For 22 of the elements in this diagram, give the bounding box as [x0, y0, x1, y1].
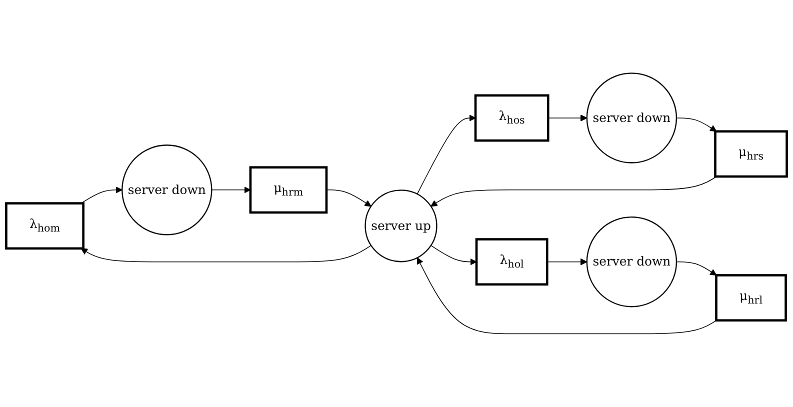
node-box — [474, 94, 550, 142]
node-box — [249, 166, 328, 214]
arrow — [548, 114, 588, 122]
node-circle — [364, 190, 438, 262]
arrow — [430, 245, 477, 266]
node-box — [475, 238, 548, 286]
arrow — [430, 176, 717, 207]
node-circle — [586, 216, 678, 308]
node-box — [715, 274, 787, 322]
arrow — [676, 261, 717, 276]
arrow — [416, 114, 476, 194]
arrow — [676, 118, 717, 132]
node-circle — [122, 144, 212, 236]
node-box — [5, 202, 84, 250]
arrow — [80, 245, 372, 262]
node-box — [714, 130, 788, 178]
arrow — [416, 257, 717, 334]
arrow — [80, 186, 122, 204]
node-circle — [586, 72, 678, 164]
arrow — [326, 190, 372, 207]
arrow — [211, 186, 251, 194]
arrow — [546, 258, 588, 266]
